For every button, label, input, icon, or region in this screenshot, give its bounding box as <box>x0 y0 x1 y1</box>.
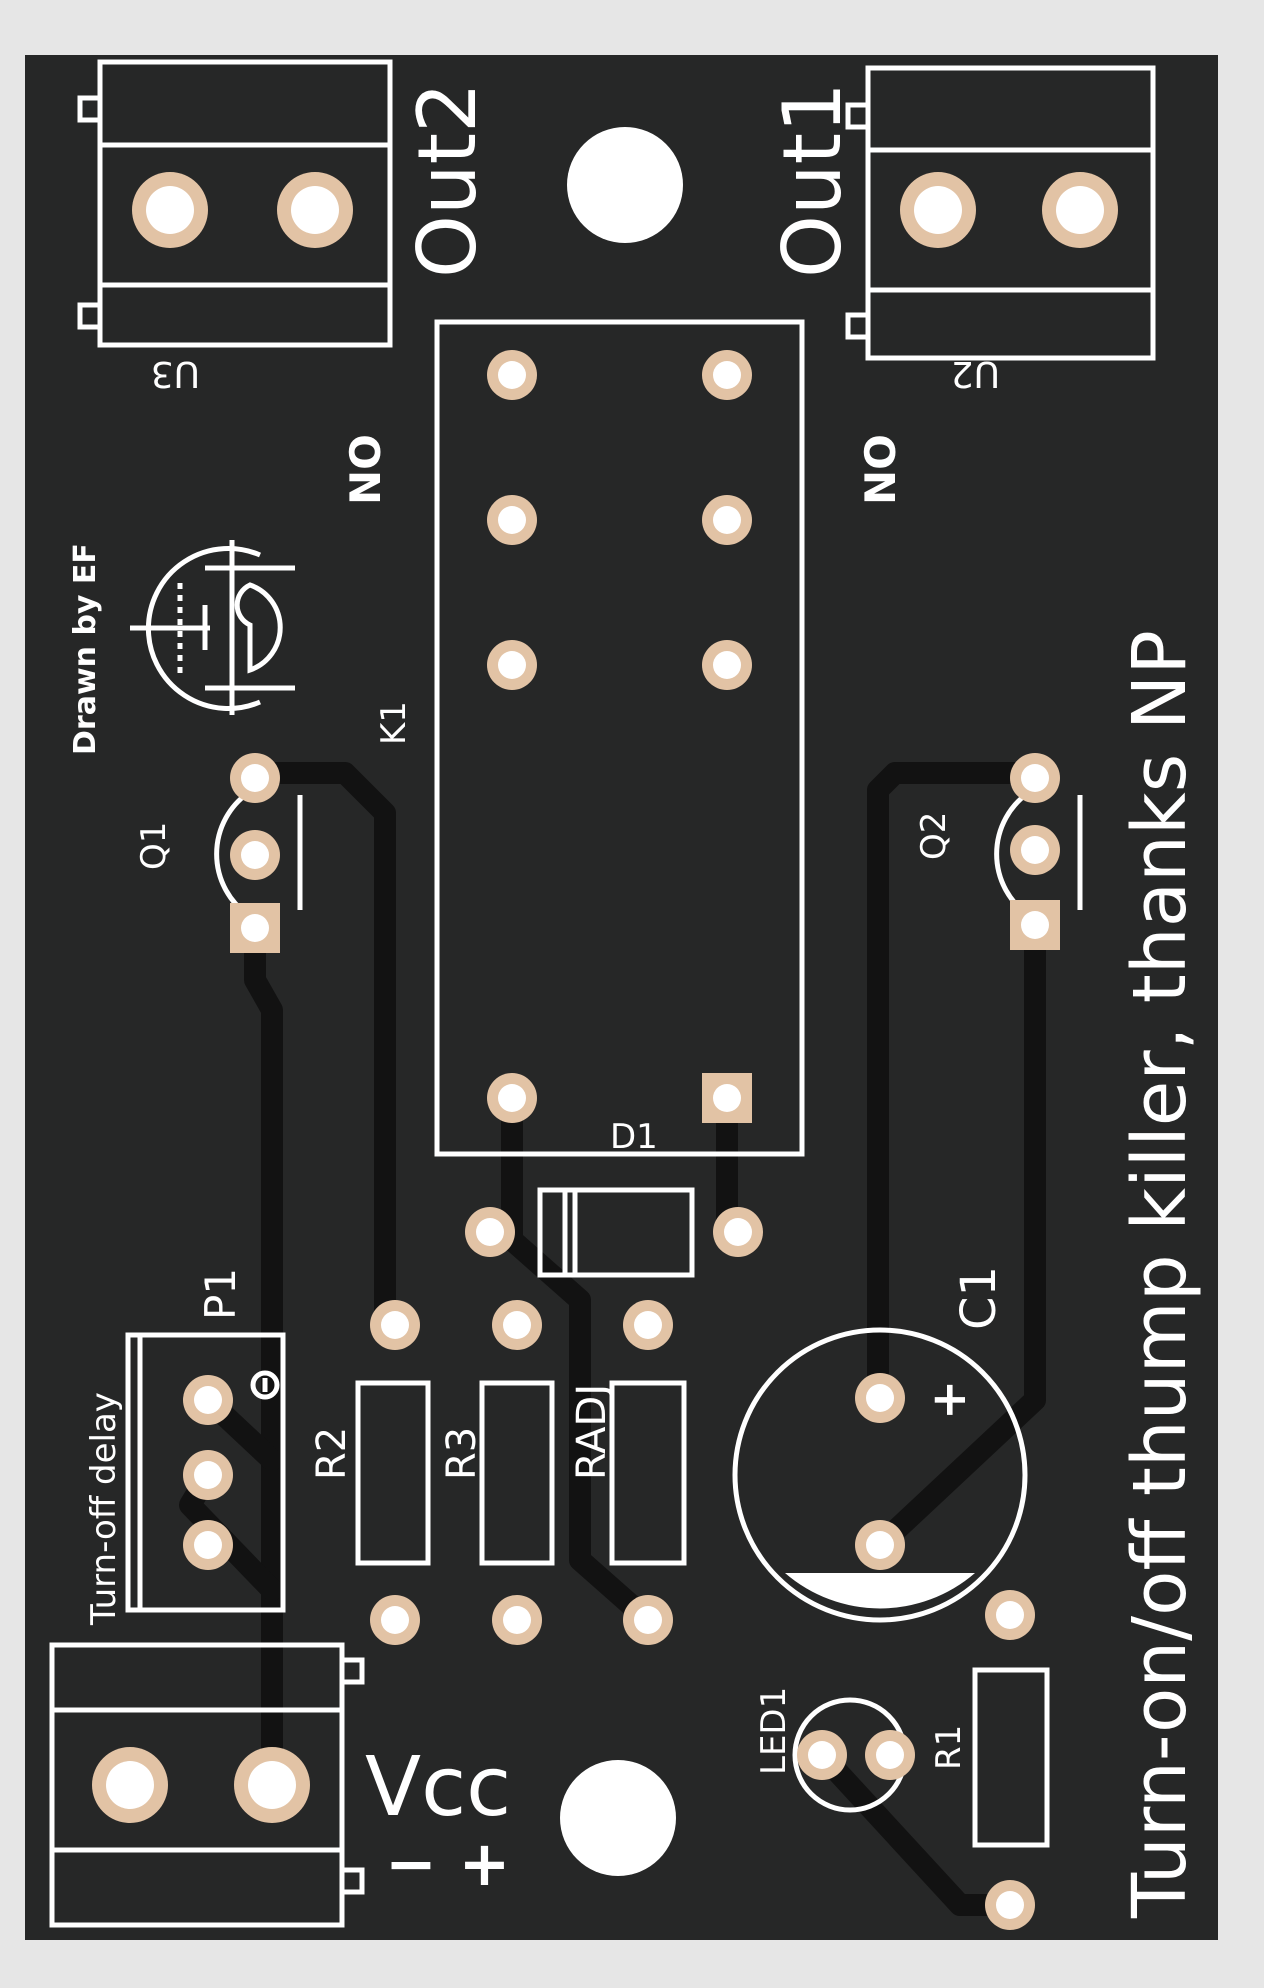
pad-r3-2 <box>492 1595 542 1645</box>
pad-k1-3 <box>487 495 537 545</box>
board-title: Turn-on/off thump killer, thanks NP <box>1117 630 1203 1919</box>
label-c1: C1 <box>951 1266 1007 1330</box>
pad-r2-1 <box>370 1300 420 1350</box>
potentiometer-p1-outline <box>125 1332 286 1613</box>
pad-p1-3 <box>183 1520 233 1570</box>
pad-led1-1 <box>797 1730 847 1780</box>
vacuum-tube-logo-icon <box>130 540 295 715</box>
pad-p1-2 <box>183 1450 233 1500</box>
trace-k1-radj <box>501 1087 659 1631</box>
pad-r1-2 <box>985 1880 1035 1930</box>
relay-k1-outline <box>434 319 805 1157</box>
label-drawn-by: Drawn by EF <box>68 543 103 755</box>
connector-u3 <box>77 59 393 348</box>
pad-q1-1 <box>230 753 280 803</box>
pad-q2-1 <box>1010 753 1060 803</box>
pad-c1-plus <box>855 1373 905 1423</box>
pad-c1-minus <box>855 1520 905 1570</box>
pad-led1-2 <box>865 1730 915 1780</box>
label-q2: Q2 <box>914 812 954 860</box>
pad-radj-2 <box>623 1595 673 1645</box>
pad-k1-6 <box>702 640 752 690</box>
label-r2: R2 <box>309 1427 355 1480</box>
label-no-right: NO <box>856 434 905 505</box>
label-led1: LED1 <box>754 1687 794 1775</box>
label-out2: Out2 <box>401 82 494 278</box>
label-radj: RADJ <box>569 1384 615 1480</box>
pad-radj-1 <box>623 1300 673 1350</box>
resistor-radj-outline <box>609 1380 687 1566</box>
pad-q1-3 <box>230 903 280 953</box>
resistor-r1-outline <box>972 1667 1050 1848</box>
trace-q2-c1 <box>867 762 1046 1409</box>
label-q1: Q1 <box>134 822 174 870</box>
pad-out1-2 <box>1042 172 1118 248</box>
resistor-r3-outline <box>479 1380 555 1566</box>
pad-k1-7 <box>487 1073 537 1123</box>
label-turn-off-delay: Turn-off delay <box>84 1392 124 1626</box>
pad-k1-1 <box>487 350 537 400</box>
pad-r2-2 <box>370 1595 420 1645</box>
pad-d1-2 <box>713 1207 763 1257</box>
pad-q2-2 <box>1010 825 1060 875</box>
pad-vcc-plus <box>234 1747 310 1823</box>
pad-q2-3 <box>1010 900 1060 950</box>
label-c1-plus: + <box>921 1380 977 1420</box>
transistor-q1-outline <box>214 790 303 918</box>
pad-out2-2 <box>277 172 353 248</box>
pad-k1-8 <box>702 1073 752 1123</box>
mounting-hole-bottom <box>560 1760 676 1876</box>
connector-u2 <box>845 65 1156 361</box>
mounting-hole-top <box>567 127 683 243</box>
pad-out2-1 <box>132 172 208 248</box>
pad-d1-1 <box>465 1207 515 1257</box>
label-vcc: Vcc <box>365 1740 511 1835</box>
component-pads <box>92 172 1118 1930</box>
label-r3: R3 <box>439 1427 485 1480</box>
label-vcc-polarity: − + <box>385 1827 510 1900</box>
label-p1: P1 <box>196 1268 245 1320</box>
pad-k1-2 <box>702 350 752 400</box>
trace-q2-c1-minus <box>869 917 1046 1556</box>
capacitor-c1-outline <box>732 1327 1028 1623</box>
label-d1: D1 <box>610 1117 658 1157</box>
resistor-r2-outline <box>355 1380 431 1566</box>
label-u3: U3 <box>151 353 200 394</box>
label-u2: U2 <box>951 353 1000 394</box>
label-no-left: NO <box>341 434 390 505</box>
pad-q1-2 <box>230 830 280 880</box>
connector-vcc <box>49 1642 365 1928</box>
pad-k1-5 <box>487 640 537 690</box>
pad-p1-1 <box>183 1375 233 1425</box>
diode-d1 <box>537 1187 695 1278</box>
pad-r1-1 <box>985 1590 1035 1640</box>
label-k1: K1 <box>374 701 414 745</box>
pad-out1-1 <box>900 172 976 248</box>
label-r1: R1 <box>929 1725 969 1770</box>
pad-k1-4 <box>702 495 752 545</box>
label-out1: Out1 <box>766 82 859 278</box>
pad-vcc-minus <box>92 1747 168 1823</box>
pad-r3-1 <box>492 1300 542 1350</box>
trace-q1-r2 <box>244 762 396 1331</box>
potentiometer-arrow-icon <box>250 1370 280 1400</box>
